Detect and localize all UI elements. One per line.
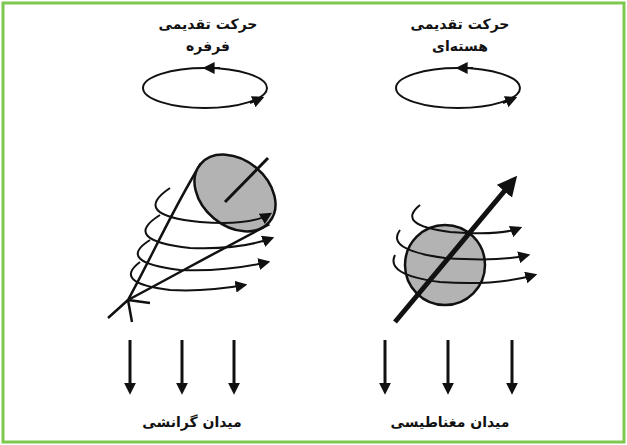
top-precession-orbit [143,68,267,108]
nucleus-precession-orbit [396,68,520,108]
spin-lines [131,188,272,290]
nucleus-spin-lines [393,205,535,283]
field-label: میدان مغناطیسی [350,412,550,434]
gravity-arrows [130,340,234,390]
spinning-top [108,139,291,322]
precession-label: حرکت تقدیمی فرفره [153,14,263,57]
precession-label: حرکت تقدیمی هسته‌ای [405,14,515,57]
field-label: میدان گرانشی [92,412,292,434]
frame [3,3,624,442]
magnetic-arrows [385,340,512,390]
